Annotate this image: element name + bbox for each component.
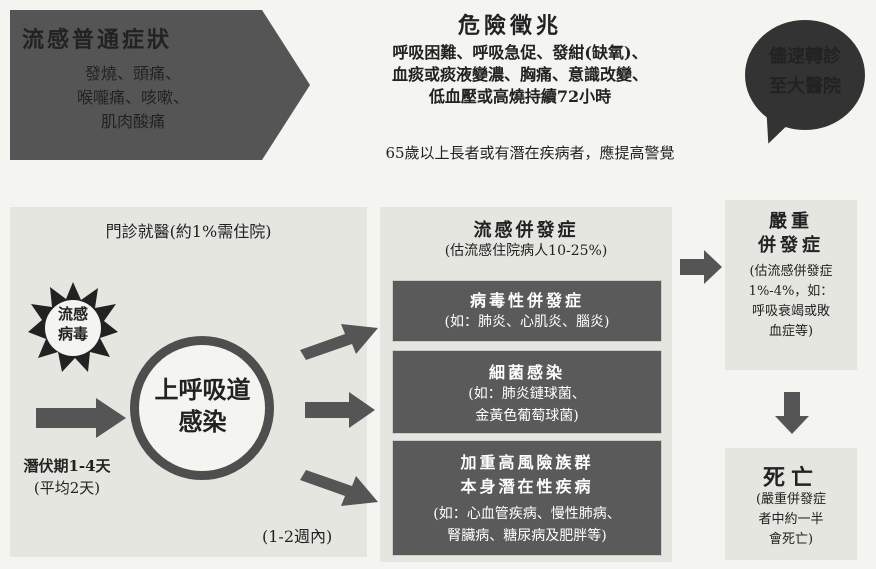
underlying-disease-title: 加重高風險族群 [460, 453, 594, 472]
referral-line: 至大醫院 [769, 76, 841, 97]
death-desc: (嚴重併發症 者中約一半 會死亡) [725, 490, 857, 550]
severe-desc-line: 血症等) [768, 324, 814, 339]
referral-bubble [745, 20, 865, 130]
bacterial-infection-box: 細菌感染 (如：肺炎鏈球菌、 金黃色葡萄球菌) [392, 350, 662, 434]
death-panel [725, 448, 857, 560]
uri-label-line: 感染 [178, 407, 227, 436]
virus-label-line: 病毒 [57, 325, 88, 343]
severe-title-line: 嚴重 [769, 211, 813, 232]
severe-complications-panel [725, 200, 857, 370]
virus-icon [28, 282, 118, 372]
incubation-line: 潛伏期1-4天 [23, 457, 111, 475]
arrow-right-icon [305, 392, 375, 428]
arrow-to-death-icon [775, 392, 809, 434]
arrow-down-right-icon [300, 470, 378, 506]
uri-label-line: 上呼吸道 [154, 375, 251, 404]
symptom-line: 肌肉酸痛 [100, 112, 165, 131]
common-symptoms-list: 發燒、頭痛、 喉嚨痛、咳嗽、 肌肉酸痛 [18, 62, 248, 134]
severe-desc-line: 1%-4%，如： [748, 284, 834, 299]
severe-title-line: 併發症 [758, 235, 824, 256]
danger-line: 呼吸困難、呼吸急促、發紺(缺氧)、 [392, 43, 648, 62]
bacterial-infection-title: 細菌感染 [488, 363, 565, 382]
bacterial-infection-example: (如：肺炎鏈球菌、 [468, 386, 586, 402]
common-symptoms-title: 流感普通症狀 [22, 27, 173, 53]
arrow-up-right-icon [300, 324, 378, 360]
symptom-line: 喉嚨痛、咳嗽、 [76, 88, 189, 107]
complications-title: 流感併發症 [473, 220, 579, 241]
virus-label: 流感 病毒 [46, 304, 100, 344]
incubation-text: 潛伏期1-4天 (平均2天) [12, 455, 122, 499]
arrow-to-severe-icon [680, 250, 722, 284]
viral-complication-title: 病毒性併發症 [469, 291, 584, 310]
severe-complications-desc: (估流感併發症 1%-4%，如： 呼吸衰竭或敗 血症等) [725, 262, 857, 342]
viral-complication-examples: (如：肺炎、心肌炎、腦炎) [444, 314, 610, 330]
death-title: 死亡 [762, 465, 819, 491]
severe-complications-title: 嚴重 併發症 [725, 210, 857, 258]
incubation-line: (平均2天) [33, 479, 101, 497]
death-desc-line: (嚴重併發症 [755, 492, 827, 507]
common-symptoms-box [10, 10, 310, 160]
death-desc-line: 會死亡) [768, 532, 814, 547]
referral-text: 儘速轉診 至大醫院 [755, 42, 855, 102]
death-desc-line: 者中約一半 [758, 512, 824, 527]
danger-line: 低血壓或高燒持續72小時 [428, 87, 612, 106]
uri-circle [130, 336, 274, 480]
underlying-disease-title: 本身潛在性疾病 [460, 477, 594, 496]
underlying-disease-example: (如：心血管疾病、慢性肺病、 [433, 506, 621, 522]
bacterial-infection-example: 金黃色葡萄球菌) [475, 408, 579, 424]
elderly-warning-note: 65歲以上長者或有潛在疾病者，應提高警覺 [385, 144, 675, 162]
referral-line: 儘速轉診 [769, 46, 841, 67]
underlying-disease-example: 腎臟病、糖尿病及肥胖等) [447, 528, 607, 544]
severe-desc-line: (估流感併發症 [749, 264, 833, 279]
uri-label: 上呼吸道 感染 [140, 374, 265, 438]
duration-text: (1-2週內) [262, 527, 333, 546]
outpatient-title: 門診就醫(約1%需住院) [105, 222, 272, 241]
danger-signs-list: 呼吸困難、呼吸急促、發紺(缺氧)、 血痰或痰液變濃、胸痛、意識改變、 低血壓或高… [325, 42, 715, 108]
severe-desc-line: 呼吸衰竭或敗 [751, 304, 830, 319]
virus-label-line: 流感 [57, 305, 88, 323]
complications-subtitle: (估流感住院病人10-25%) [444, 243, 608, 259]
underlying-disease-box: 加重高風險族群 本身潛在性疾病 (如：心血管疾病、慢性肺病、 腎臟病、糖尿病及肥… [392, 440, 662, 556]
danger-signs-title: 危險徵兆 [457, 13, 562, 39]
symptom-line: 發燒、頭痛、 [84, 64, 181, 83]
incubation-arrow-icon [36, 398, 126, 438]
viral-complication-box: 病毒性併發症 (如：肺炎、心肌炎、腦炎) [392, 280, 662, 342]
danger-line: 血痰或痰液變濃、胸痛、意識改變、 [391, 65, 648, 84]
